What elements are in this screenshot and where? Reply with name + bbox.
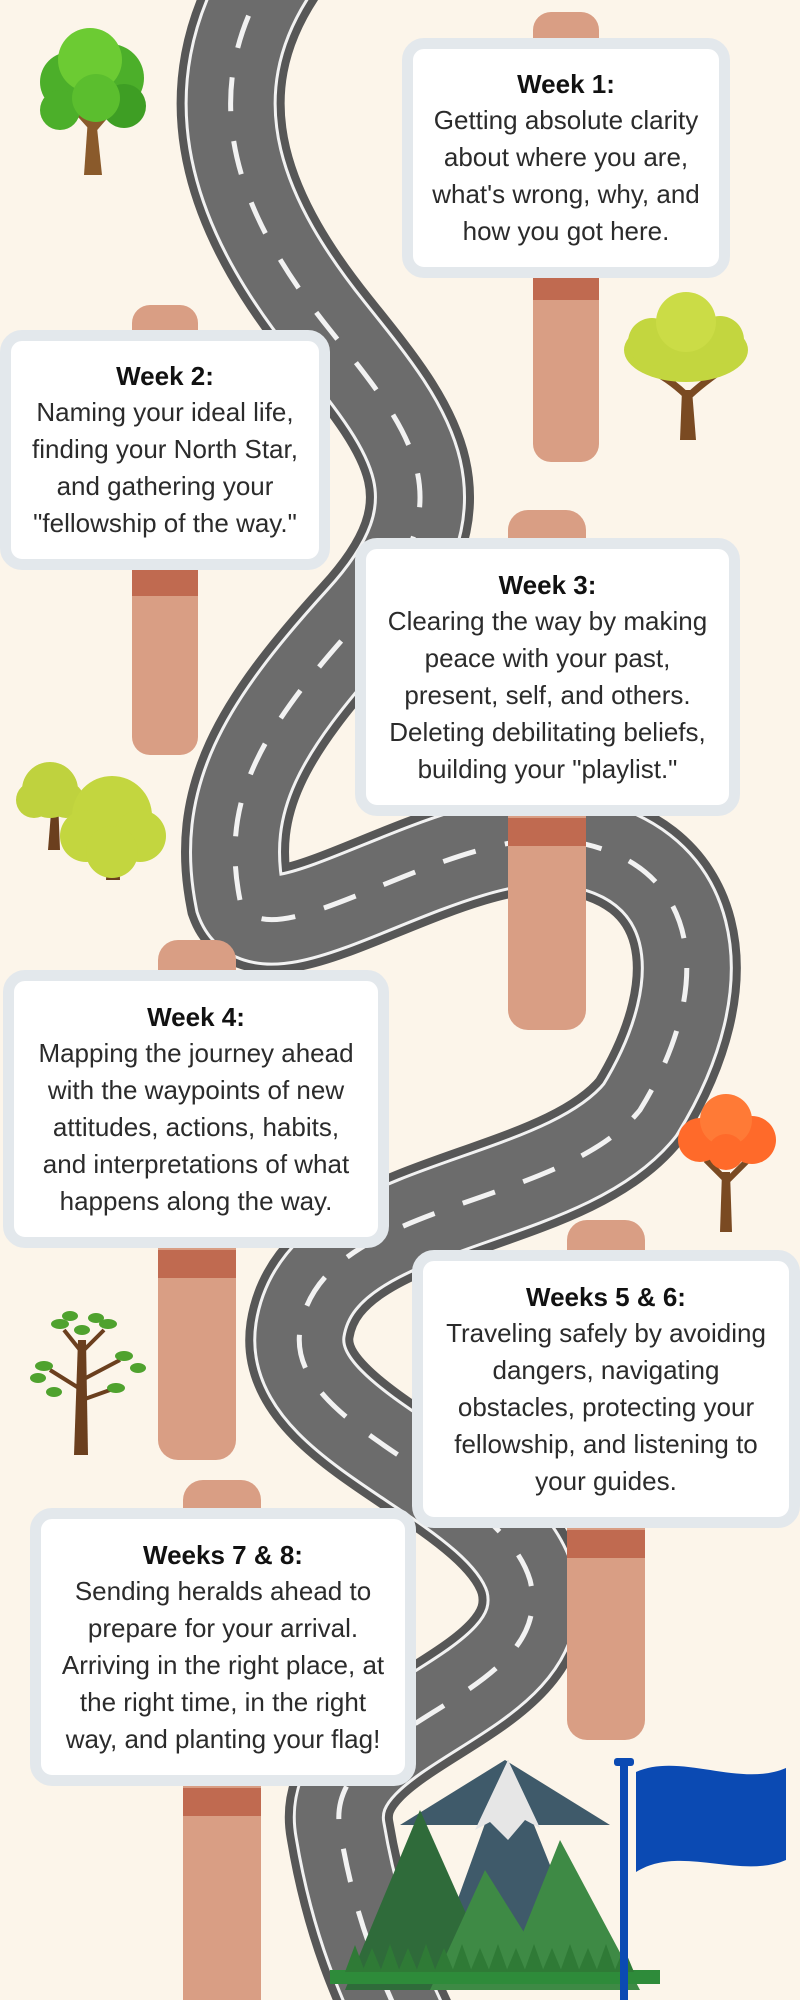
- week-3-sign: Week 3: Clearing the way by making peace…: [355, 538, 740, 816]
- week-1-line-1: Getting absolute clarity: [433, 105, 699, 135]
- week-3-title: Week 3:: [498, 569, 597, 600]
- weeks-7-8-sign: Weeks 7 & 8: Sending heralds ahead to pr…: [30, 1508, 416, 1786]
- autumn-tree-icon: [678, 1094, 776, 1232]
- post-1-band: [533, 274, 599, 300]
- weeks-5-6-line-5: your guides.: [535, 1465, 677, 1496]
- weeks-7-8-line-5: way, and planting your flag!: [65, 1723, 381, 1754]
- weeks-5-6-line-1: Traveling safely by avoiding: [446, 1317, 766, 1348]
- post-6-band: [183, 1788, 261, 1816]
- round-tree-icon: [40, 28, 146, 175]
- week-3-line-5: building your "playlist.": [417, 753, 678, 784]
- twin-trees-icon: [16, 762, 166, 880]
- week-2-sign: Week 2: Naming your ideal life, finding …: [0, 330, 330, 570]
- week-2-line-4: "fellowship of the way.": [33, 508, 297, 538]
- week-3-line-3: present, self, and others.: [404, 679, 691, 710]
- post-2-band: [132, 570, 198, 596]
- tree-icon: [624, 292, 748, 440]
- week-2-line-2: finding your North Star,: [32, 434, 298, 464]
- weeks-7-8-line-4: the right time, in the right: [79, 1686, 367, 1717]
- week-4-line-3: attitudes, actions, habits,: [52, 1111, 340, 1142]
- week-1-line-3: what's wrong, why, and: [432, 179, 700, 209]
- weeks-7-8-line-3: Arriving in the right place, at: [61, 1649, 385, 1680]
- mountains-icon: [330, 1760, 660, 1990]
- week-2-line-1: Naming your ideal life,: [36, 397, 294, 427]
- winding-road: [176, 0, 741, 2000]
- week-1-title: Week 1:: [517, 69, 615, 99]
- week-4-line-5: happens along the way.: [59, 1185, 333, 1216]
- weeks-5-6-line-2: dangers, navigating: [492, 1354, 720, 1385]
- week-2-title: Week 2:: [116, 361, 214, 391]
- week-1-line-4: how you got here.: [462, 216, 670, 246]
- weeks-5-6-line-3: obstacles, protecting your: [457, 1391, 755, 1422]
- post-4-band: [158, 1250, 236, 1278]
- flag-icon: [614, 1758, 786, 2000]
- week-1-line-2: about where you are,: [443, 142, 689, 172]
- weeks-7-8-line-1: Sending heralds ahead to: [74, 1575, 372, 1606]
- weeks-7-8-line-2: prepare for your arrival.: [87, 1612, 359, 1643]
- post-5-band: [567, 1530, 645, 1558]
- weeks-5-6-title: Weeks 5 & 6:: [526, 1281, 686, 1312]
- week-3-line-1: Clearing the way by making: [387, 605, 708, 636]
- week-4-title: Week 4:: [147, 1001, 245, 1032]
- week-4-sign: Week 4: Mapping the journey ahead with t…: [3, 970, 389, 1248]
- week-4-line-1: Mapping the journey ahead: [38, 1037, 354, 1068]
- weeks-5-6-sign: Weeks 5 & 6: Traveling safely by avoidin…: [412, 1250, 800, 1528]
- weeks-5-6-line-4: fellowship, and listening to: [454, 1428, 758, 1459]
- week-4-line-2: with the waypoints of new: [47, 1074, 345, 1105]
- sapling-icon: [30, 1311, 146, 1455]
- week-2-line-3: and gathering your: [56, 471, 274, 501]
- post-3-band: [508, 818, 586, 846]
- weeks-7-8-title: Weeks 7 & 8:: [143, 1539, 303, 1570]
- week-3-line-4: Deleting debilitating beliefs,: [389, 716, 706, 747]
- road-center-dashes: [228, 0, 690, 2000]
- week-4-line-4: and interpretations of what: [42, 1148, 350, 1179]
- week-3-line-2: peace with your past,: [424, 642, 671, 673]
- week-1-sign: Week 1: Getting absolute clarity about w…: [402, 38, 730, 278]
